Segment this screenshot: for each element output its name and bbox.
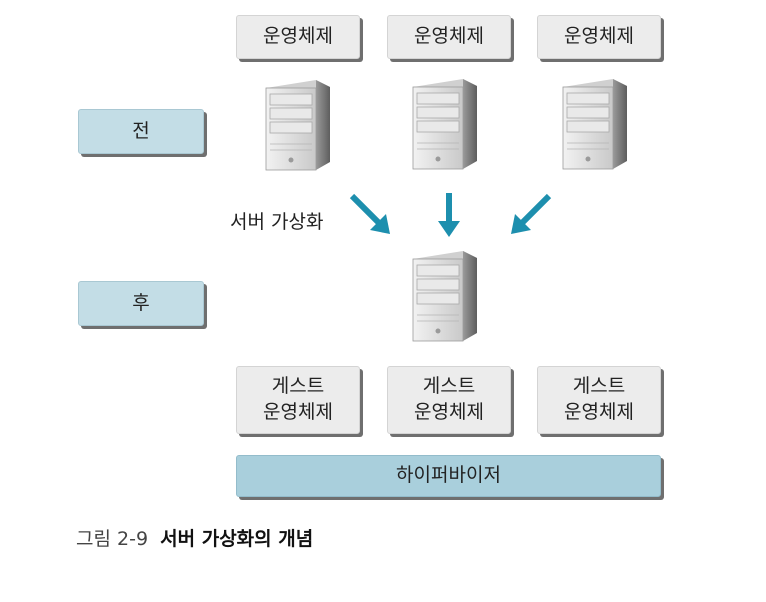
stage-before-box: 전 [78, 109, 204, 154]
stage-after-box: 후 [78, 281, 204, 326]
os-box-1: 운영체제 [236, 15, 360, 59]
server-icon [555, 73, 635, 173]
figure-title: 서버 가상화의 개념 [160, 528, 314, 550]
arrow-icon [349, 193, 390, 234]
guest-os-line1: 게스트 [572, 375, 626, 398]
guest-os-box-3: 게스트 운영체제 [537, 366, 661, 434]
virtualization-label: 서버 가상화 [230, 211, 324, 233]
server-icon [258, 74, 338, 174]
os-box-2: 운영체제 [387, 15, 511, 59]
figure-caption: 그림 2-9 서버 가상화의 개념 [76, 524, 313, 551]
hypervisor-box: 하이퍼바이저 [236, 455, 661, 497]
arrow-icon [511, 193, 552, 234]
guest-os-line1: 게스트 [422, 375, 476, 398]
guest-os-box-2: 게스트 운영체제 [387, 366, 511, 434]
guest-os-line2: 운영체제 [564, 401, 634, 423]
os-box-3: 운영체제 [537, 15, 661, 59]
guest-os-box-1: 게스트 운영체제 [236, 366, 360, 434]
figure-number: 그림 2-9 [76, 528, 149, 550]
guest-os-line2: 운영체제 [263, 401, 333, 423]
guest-os-line1: 게스트 [271, 375, 325, 398]
server-icon [405, 245, 485, 345]
guest-os-line2: 운영체제 [414, 401, 484, 423]
arrow-icon [438, 193, 460, 237]
server-icon [405, 73, 485, 173]
